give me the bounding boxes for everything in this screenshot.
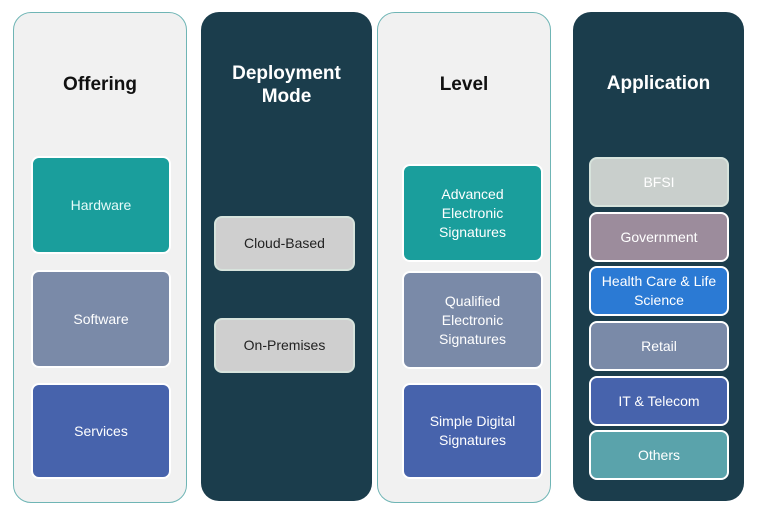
column-title-offering: Offering <box>63 74 137 95</box>
application-retail: Retail <box>589 321 729 371</box>
level-advanced: Advanced Electronic Signatures <box>402 164 543 262</box>
deployment-cloud-based: Cloud-Based <box>214 216 355 271</box>
column-application: Application BFSI Government Health Care … <box>573 12 744 501</box>
level-simple: Simple Digital Signatures <box>402 383 543 479</box>
level-qualified: Qualified Electronic Signatures <box>402 271 543 369</box>
column-title-application: Application <box>606 73 711 94</box>
column-title-level: Level <box>439 74 489 95</box>
column-level: Level Advanced Electronic Signatures Qua… <box>377 12 551 503</box>
application-bfsi: BFSI <box>589 157 729 207</box>
column-deployment-mode: Deployment Mode Cloud-Based On-Premises <box>201 12 372 501</box>
offering-hardware: Hardware <box>31 156 171 254</box>
offering-services: Services <box>31 383 171 479</box>
application-health-care: Health Care & Life Science <box>589 266 729 316</box>
application-it-telecom: IT & Telecom <box>589 376 729 426</box>
column-offering: Offering Hardware Software Services <box>13 12 187 503</box>
offering-software: Software <box>31 270 171 368</box>
application-government: Government <box>589 212 729 262</box>
deployment-on-premises: On-Premises <box>214 318 355 373</box>
application-others: Others <box>589 430 729 480</box>
column-title-deployment-mode: Deployment Mode <box>232 63 341 107</box>
